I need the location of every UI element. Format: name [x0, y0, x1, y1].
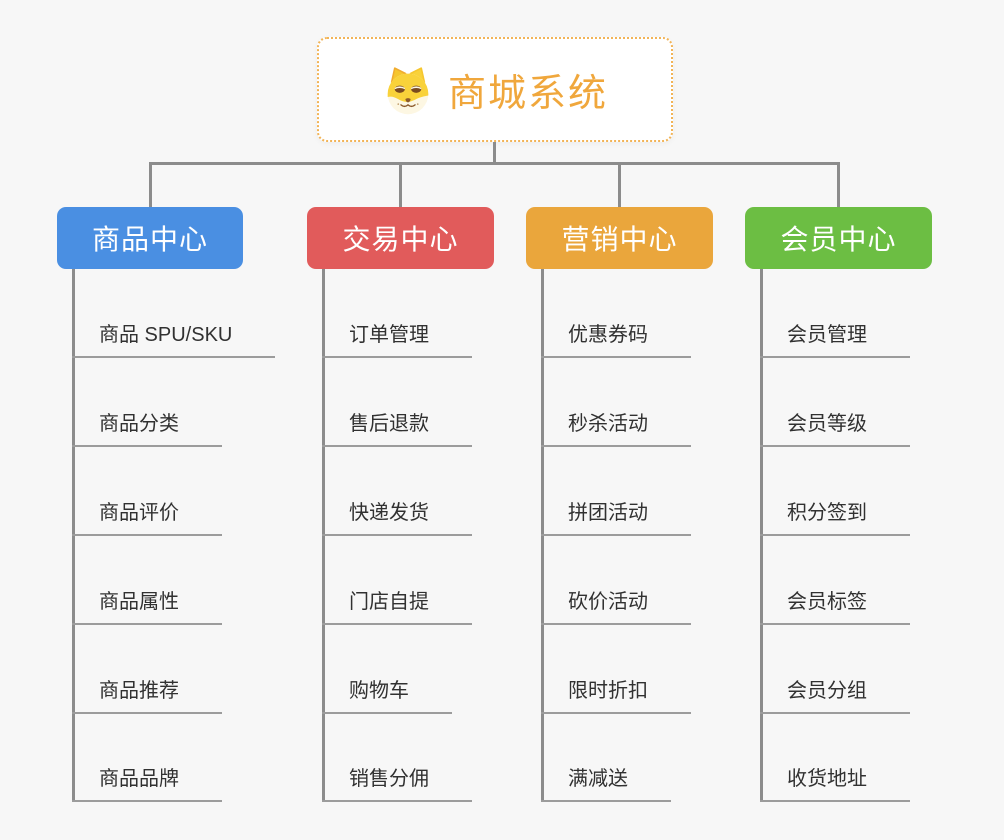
root-node[interactable]: 商城系统: [317, 37, 673, 142]
leaf-label: 砍价活动: [568, 591, 648, 613]
connector-drop-4: [837, 162, 840, 208]
leaf-node[interactable]: 收货地址: [760, 766, 910, 802]
leaf-label: 商品品牌: [99, 768, 179, 790]
leaf-label: 销售分佣: [349, 768, 429, 790]
leaf-node[interactable]: 拼团活动: [541, 500, 691, 536]
branch-header-marketing[interactable]: 营销中心: [526, 207, 713, 269]
doge-icon: [387, 66, 429, 114]
branch-header-trade[interactable]: 交易中心: [307, 207, 494, 269]
leaf-label: 会员标签: [787, 591, 867, 613]
leaf-label: 秒杀活动: [568, 413, 648, 435]
leaf-node[interactable]: 快递发货: [322, 500, 472, 536]
connector-drop-3: [618, 162, 621, 208]
leaf-label: 优惠券码: [568, 324, 648, 346]
leaf-label: 商品 SPU/SKU: [99, 324, 233, 346]
leaf-node[interactable]: 商品 SPU/SKU: [72, 322, 276, 358]
connector-drop-2: [399, 162, 402, 208]
branch-marketing-center: 营销中心 优惠券码 秒杀活动 拼团活动 砍价活动 限时折扣 满减送: [526, 207, 776, 807]
leaf-node[interactable]: 会员等级: [760, 411, 910, 447]
leaf-label: 购物车: [349, 680, 409, 702]
branch-header-product[interactable]: 商品中心: [57, 207, 243, 269]
leaf-node[interactable]: 会员分组: [760, 678, 910, 714]
leaf-label: 积分签到: [787, 502, 867, 524]
leaf-node[interactable]: 商品推荐: [72, 678, 222, 714]
leaf-node[interactable]: 秒杀活动: [541, 411, 691, 447]
leaf-node[interactable]: 订单管理: [322, 322, 472, 358]
connector-horizontal-bar: [149, 162, 840, 165]
connector-root-stem: [493, 142, 496, 162]
leaf-node[interactable]: 售后退款: [322, 411, 472, 447]
leaf-node[interactable]: 商品属性: [72, 589, 222, 625]
leaf-label: 售后退款: [349, 413, 429, 435]
leaf-label: 商品评价: [99, 502, 179, 524]
leaf-label: 会员管理: [787, 324, 867, 346]
branch-member-center: 会员中心 会员管理 会员等级 积分签到 会员标签 会员分组 收货地址: [745, 207, 995, 807]
root-title: 商城系统: [447, 73, 608, 115]
leaf-node[interactable]: 会员管理: [760, 322, 910, 358]
leaf-label: 收货地址: [787, 768, 867, 790]
branch-header-member[interactable]: 会员中心: [745, 207, 932, 269]
leaf-label: 商品分类: [99, 413, 179, 435]
leaf-label: 商品属性: [99, 591, 179, 613]
leaf-node[interactable]: 商品品牌: [72, 766, 222, 802]
leaf-node[interactable]: 砍价活动: [541, 589, 691, 625]
leaf-label: 订单管理: [349, 324, 429, 346]
leaf-node[interactable]: 门店自提: [322, 589, 472, 625]
leaf-node[interactable]: 限时折扣: [541, 678, 691, 714]
leaf-node[interactable]: 积分签到: [760, 500, 910, 536]
connector-drop-1: [149, 162, 152, 208]
leaf-label: 满减送: [568, 768, 628, 790]
leaf-node[interactable]: 购物车: [322, 678, 452, 714]
branch-trade-center: 交易中心 订单管理 售后退款 快递发货 门店自提 购物车 销售分佣: [307, 207, 557, 807]
leaf-node[interactable]: 商品分类: [72, 411, 222, 447]
leaf-label: 限时折扣: [568, 680, 648, 702]
leaf-label: 拼团活动: [568, 502, 648, 524]
leaf-node[interactable]: 销售分佣: [322, 766, 472, 802]
leaf-label: 门店自提: [349, 591, 429, 613]
leaf-label: 快递发货: [349, 502, 429, 524]
leaf-node[interactable]: 会员标签: [760, 589, 910, 625]
leaf-node[interactable]: 满减送: [541, 766, 671, 802]
branch-product-center: 商品中心 商品 SPU/SKU 商品分类 商品评价 商品属性 商品推荐 商品品牌: [57, 207, 307, 807]
leaf-node[interactable]: 优惠券码: [541, 322, 691, 358]
leaf-label: 商品推荐: [99, 680, 179, 702]
leaf-label: 会员分组: [787, 680, 867, 702]
leaf-node[interactable]: 商品评价: [72, 500, 222, 536]
leaf-label: 会员等级: [787, 413, 867, 435]
